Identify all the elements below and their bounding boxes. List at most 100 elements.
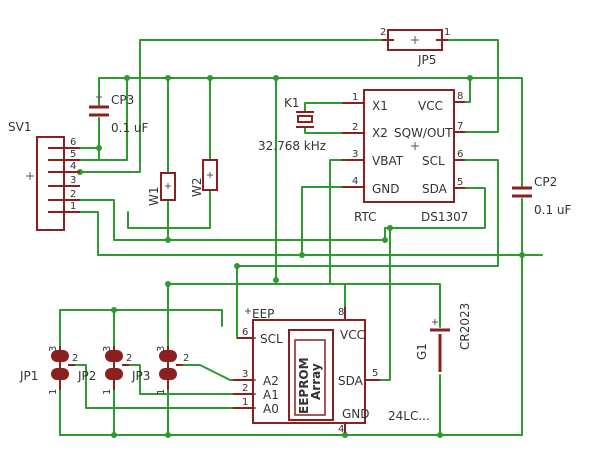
w1-label: W1 xyxy=(147,187,161,207)
jp3-jumper: 3 2 1 JP3 xyxy=(131,346,189,395)
sv1-connector: SV1 6 5 4 3 2 1 xyxy=(8,120,80,231)
jp2-jumper: 3 2 1 JP2 xyxy=(77,346,132,395)
rtc-pin-num: 7 xyxy=(457,121,463,132)
rtc-pin-label: GND xyxy=(372,182,400,196)
wire-k1-top xyxy=(304,102,343,112)
rtc-pin-num: 8 xyxy=(457,91,463,102)
jp1-label: JP1 xyxy=(19,369,38,383)
jp5-pin-right: 1 xyxy=(444,27,450,38)
jp5-jumper: 2 1 JP5 xyxy=(380,27,450,67)
sv1-pin: 6 xyxy=(70,137,76,148)
jp2-pin: 3 xyxy=(102,346,113,352)
cp3-label: CP3 xyxy=(111,93,134,107)
w2-resistor: W2 xyxy=(190,159,218,198)
rtc-pin-num: 1 xyxy=(352,92,358,103)
eep-pin-label: A0 xyxy=(263,402,279,416)
eep-pin-num: 6 xyxy=(242,327,248,338)
k1-value: 32.768 kHz xyxy=(258,139,326,153)
rtc-pin-label: SDA xyxy=(422,182,448,196)
rtc-pin-label: X1 xyxy=(372,99,388,113)
wire-jp-top xyxy=(59,309,223,347)
wire-sv1-1 xyxy=(79,211,543,256)
eep-name: EEP xyxy=(252,307,274,321)
sv1-pin: 5 xyxy=(70,149,76,160)
k1-crystal: K1 32.768 kHz xyxy=(258,96,326,153)
jp2-pin: 2 xyxy=(126,353,132,364)
wire-jp5-right xyxy=(447,39,499,133)
eep-pin-label: SCL xyxy=(260,332,283,346)
rtc-pin-num: 4 xyxy=(352,176,358,187)
rtc-value: DS1307 xyxy=(421,210,468,224)
w1-resistor: W1 xyxy=(147,172,176,207)
w2-label: W2 xyxy=(190,178,204,198)
eeprom-chip: EEP 6 SCL 3 A2 2 A1 1 A0 8 VCC 5 SDA 4 G… xyxy=(233,307,430,435)
wire-k1-bottom xyxy=(304,127,343,134)
rtc-pin-label: SCL xyxy=(422,154,445,168)
eep-pin-num: 2 xyxy=(242,383,248,394)
jp3-pin: 3 xyxy=(156,346,167,352)
wire-jp1-a0 xyxy=(74,364,256,409)
eep-pin-num: 1 xyxy=(242,397,248,408)
sv1-label: SV1 xyxy=(8,120,31,134)
eep-array-line1: EEPROM xyxy=(297,357,311,414)
jp3-pin: 2 xyxy=(183,353,189,364)
junctions xyxy=(77,75,525,438)
sv1-pin: 1 xyxy=(70,201,76,212)
wire-vcc-to-rtc8 xyxy=(464,77,471,103)
cp3-capacitor: CP3 0.1 uF xyxy=(89,93,149,135)
jp5-label: JP5 xyxy=(417,53,436,67)
rtc-name: RTC xyxy=(354,210,376,224)
eep-pin-num: 3 xyxy=(242,369,248,380)
jp1-pin: 3 xyxy=(48,346,59,352)
rtc-pin-num: 3 xyxy=(352,149,358,160)
eep-pin-label: GND xyxy=(342,407,370,421)
wire-sv1-2 xyxy=(79,187,486,241)
rtc-pin-label: X2 xyxy=(372,126,388,140)
wire-vcc-rail xyxy=(98,77,523,187)
wire-jp2-a1 xyxy=(128,364,256,395)
sv1-pin: 2 xyxy=(70,189,76,200)
eep-value: 24LC... xyxy=(388,409,430,423)
rtc-pin-label: SQW/OUT xyxy=(394,126,453,140)
rtc-pin-label: VBAT xyxy=(372,154,404,168)
rtc-pin-num: 2 xyxy=(352,122,358,133)
g1-value: CR2023 xyxy=(458,303,472,350)
sv1-pin: 3 xyxy=(70,175,76,186)
wire-rtc-sda xyxy=(364,227,391,381)
rtc-pin-label: VCC xyxy=(418,99,443,113)
sv1-pin: 4 xyxy=(70,161,76,172)
wire-rtc-gnd xyxy=(301,186,343,256)
wires xyxy=(59,39,543,436)
jp5-pin-left: 2 xyxy=(380,27,386,38)
jp3-pin: 1 xyxy=(156,389,167,395)
eep-pin-label: SDA xyxy=(338,374,364,388)
eep-pin-label: A1 xyxy=(263,388,279,402)
jp3-label: JP3 xyxy=(131,369,150,383)
eep-array-line2: Array xyxy=(309,363,323,400)
rtc-pin-num: 6 xyxy=(457,149,463,160)
wire-sv1-5 xyxy=(79,77,128,161)
wire-jp5-left-down xyxy=(79,39,141,173)
jp1-pin: 1 xyxy=(48,389,59,395)
eep-pin-label: A2 xyxy=(263,374,279,388)
eep-pin-num: 5 xyxy=(372,368,378,379)
jp1-jumper: 3 2 1 JP1 xyxy=(19,346,78,395)
jp2-label: JP2 xyxy=(77,369,96,383)
k1-label: K1 xyxy=(284,96,300,110)
cp2-capacitor: CP2 0.1 uF xyxy=(512,175,572,217)
eep-pin-num: 8 xyxy=(338,307,344,318)
eep-pin-label: VCC xyxy=(340,328,365,342)
cp2-label: CP2 xyxy=(534,175,557,189)
g1-label: G1 xyxy=(415,343,429,360)
eep-pin-num: 4 xyxy=(338,424,344,435)
cp3-value: 0.1 uF xyxy=(111,121,149,135)
jp2-pin: 1 xyxy=(102,389,113,395)
rtc-chip: 1 X1 2 X2 3 VBAT 4 GND 8 VCC 7 SQW/OUT 6… xyxy=(342,89,468,224)
wire-eep-vcc xyxy=(167,283,346,347)
wire-w2-bottom xyxy=(127,189,211,229)
g1-battery: G1 CR2023 xyxy=(415,303,472,372)
rtc-pin-num: 5 xyxy=(457,177,463,188)
jp1-pin: 2 xyxy=(72,353,78,364)
cp2-value: 0.1 uF xyxy=(534,203,572,217)
